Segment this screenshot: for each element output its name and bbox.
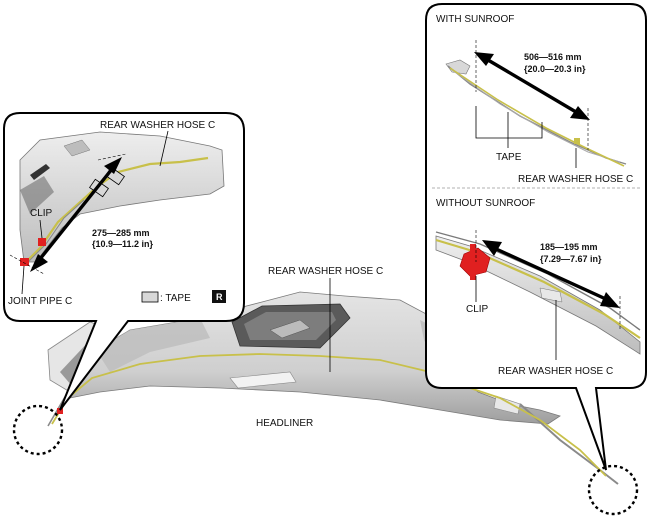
headliner [47, 291, 619, 485]
tape-legend-label: : TAPE [160, 293, 191, 304]
left-dim-in: {10.9—11.2 in} [92, 239, 154, 249]
right-inset: WITH SUNROOF 506—516 mm {20.0—20.3 in} T… [425, 3, 647, 471]
main-hose-label: REAR WASHER HOSE C [268, 266, 383, 277]
with-dim-in: {20.0—20.3 in} [524, 64, 586, 74]
left-dim-mm: 275—285 mm [92, 228, 150, 238]
left-clip [38, 238, 46, 246]
tape-legend-swatch [141, 291, 159, 303]
without-sunroof-arrow [493, 246, 609, 302]
main-clip-marker [57, 408, 63, 414]
main-rear-washer-hose [51, 353, 607, 477]
right-detail-circle [587, 464, 639, 516]
with-sunroof-title: WITH SUNROOF [436, 14, 514, 25]
with-dim-mm: 506—516 mm [524, 52, 582, 62]
with-tape-label: TAPE [496, 152, 522, 163]
without-sunroof-title: WITHOUT SUNROOF [436, 198, 535, 209]
left-dimension-arrow [34, 162, 118, 266]
with-sunroof-arrow [487, 58, 577, 114]
headliner-label: HEADLINER [256, 418, 313, 429]
with-sunroof-hose [449, 67, 625, 167]
left-detail-circle [12, 404, 64, 456]
without-dim-mm: 185—195 mm [540, 242, 598, 252]
joint-pipe-label: JOINT PIPE C [8, 296, 72, 307]
left-inset-hose-label: REAR WASHER HOSE C [100, 120, 215, 131]
with-hose-label: REAR WASHER HOSE C [518, 174, 633, 185]
without-dim-in: {7.29—7.67 in} [540, 254, 602, 264]
r-badge-label: R [216, 292, 223, 302]
without-clip-label: CLIP [466, 304, 489, 315]
without-sunroof-hose [435, 238, 641, 339]
left-clip-label: CLIP [30, 208, 53, 219]
left-inset: REAR WASHER HOSE C CLIP JOINT PIPE C 275… [3, 112, 245, 411]
r-badge [212, 290, 226, 303]
without-hose-label: REAR WASHER HOSE C [498, 366, 613, 377]
joint-pipe [20, 258, 29, 266]
